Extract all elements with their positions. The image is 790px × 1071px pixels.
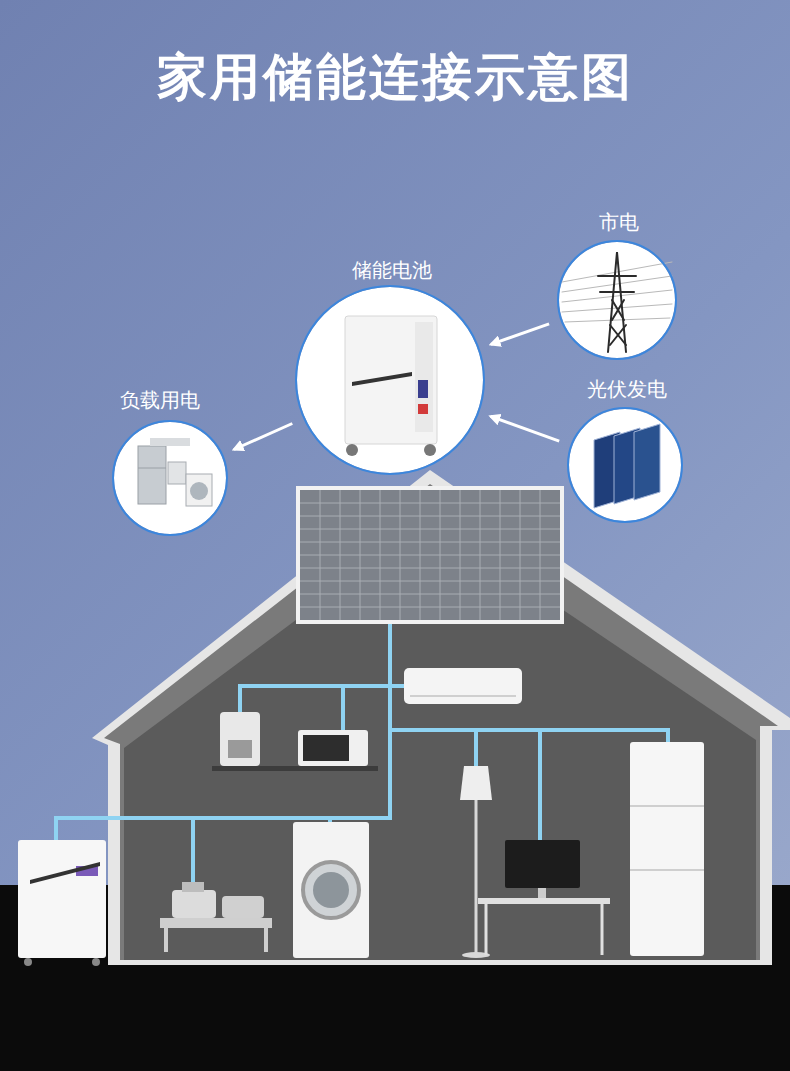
solar-panel-frame [296, 486, 564, 624]
circle-heading: 光伏发电 [587, 377, 667, 401]
circle-fill [114, 422, 226, 534]
air-conditioner [404, 668, 522, 704]
power-tower-icon [562, 252, 672, 352]
monitor [505, 840, 580, 888]
house-roof [104, 484, 778, 960]
flow-arrow [491, 324, 549, 345]
washing-machine [293, 822, 369, 958]
fridge [630, 742, 704, 956]
image-circle: 市电 [557, 240, 677, 360]
circle-heading: 负载用电 [120, 388, 200, 412]
battery-cabinet [18, 840, 106, 966]
solar-panel [300, 490, 560, 620]
coffee-machine [220, 712, 260, 766]
image-circle: 负载用电 [112, 420, 228, 536]
desk [478, 898, 610, 904]
circle-fill [297, 287, 483, 473]
title: 家用储能连接示意图 [0, 44, 790, 111]
appliances-icon [138, 438, 212, 506]
image-circle: 光伏发电 [567, 407, 683, 523]
flow-arrow [491, 416, 560, 441]
microwave [298, 730, 368, 766]
water-pump [160, 882, 272, 952]
solar-panels-icon [594, 424, 660, 508]
image-circle: 储能电池 [295, 285, 485, 475]
flow-arrow [234, 424, 292, 450]
floor-lamp [460, 766, 492, 800]
battery-icon [345, 316, 437, 456]
circle-fill [559, 242, 675, 358]
circle-heading: 储能电池 [352, 258, 432, 282]
circle-heading: 市电 [599, 210, 639, 234]
house-outline [92, 470, 790, 965]
circle-fill [569, 409, 681, 521]
shelf [212, 766, 378, 771]
